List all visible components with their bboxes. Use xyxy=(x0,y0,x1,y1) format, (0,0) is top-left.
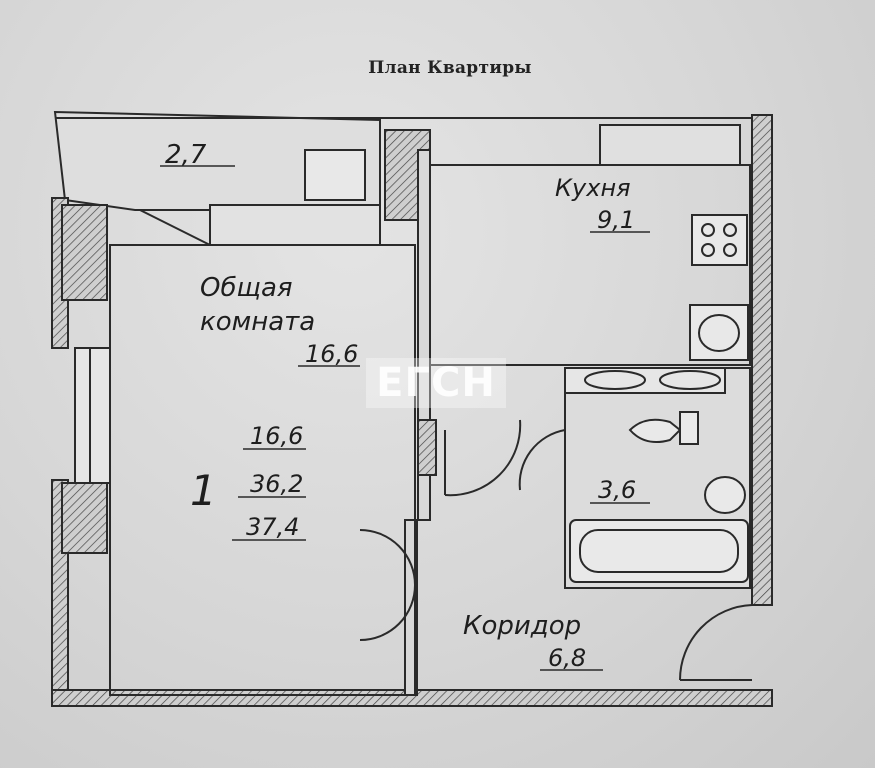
bathroom-area-label: 3,6 xyxy=(598,476,636,504)
door-swing-living-1 xyxy=(359,529,416,586)
door-swing-bathroom xyxy=(518,429,566,491)
balcony-storage xyxy=(209,204,381,246)
washbasin xyxy=(704,476,746,514)
partition-hatch xyxy=(417,419,437,476)
door-swing-balcony xyxy=(139,209,211,246)
living-room-area-label: 16,6 xyxy=(305,340,358,368)
kitchen-label: Кухня xyxy=(555,174,631,202)
living-room-label-line1: Общая xyxy=(200,273,293,303)
window-left xyxy=(74,347,111,484)
summary-living-total: 16,6 xyxy=(250,422,303,450)
kitchen-counter xyxy=(599,124,741,166)
kitchen-area-label: 9,1 xyxy=(597,206,635,234)
column-top-left xyxy=(61,204,108,301)
stove xyxy=(691,214,748,266)
balcony-area-label: 2,7 xyxy=(165,140,207,170)
balcony-box xyxy=(304,149,366,201)
corridor-area-label: 6,8 xyxy=(548,644,586,672)
corridor-label: Коридор xyxy=(463,611,581,641)
kitchen-outline xyxy=(430,164,751,366)
summary-total-area: 37,4 xyxy=(246,513,299,541)
summary-rooms-count: 1 xyxy=(190,466,217,515)
column-bottom-left xyxy=(61,482,108,554)
outer-wall-right xyxy=(751,114,773,606)
plan-title: План Квартиры xyxy=(368,58,532,78)
bathtub xyxy=(569,519,749,583)
door-swing-kitchen xyxy=(444,419,522,497)
door-swing-entrance xyxy=(678,604,753,681)
watermark-logo: ЕГСН xyxy=(366,358,506,408)
living-room-label-line2: комната xyxy=(200,307,315,337)
door-swing-living-2 xyxy=(359,584,416,641)
summary-usable-total: 36,2 xyxy=(250,470,303,498)
